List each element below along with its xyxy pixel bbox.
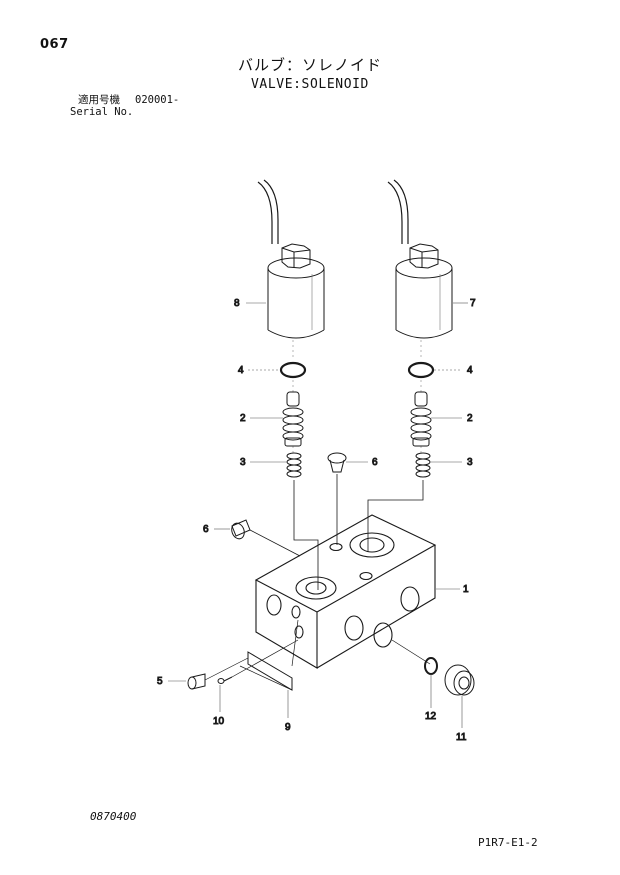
valve-block <box>254 514 437 669</box>
nameplate <box>239 651 293 691</box>
spring-left <box>286 452 302 478</box>
callout-9: 9 <box>285 722 291 733</box>
solenoid-coil-right <box>387 179 453 339</box>
callout-4-left: 4 <box>238 365 244 376</box>
plug-port-right <box>444 664 475 696</box>
left-leaders <box>204 619 299 681</box>
o-ring-port <box>424 657 438 675</box>
page-number: 067 <box>40 37 69 52</box>
document-code: P1R7-E1-2 <box>478 836 538 849</box>
spool-valve-left <box>282 391 304 447</box>
drawing-number: 0870400 <box>90 810 137 823</box>
o-ring-right <box>407 361 435 379</box>
callout-7: 7 <box>470 298 476 309</box>
assembly-guide-lines <box>293 474 424 590</box>
callout-4-right: 4 <box>467 365 473 376</box>
serial-label-japanese: 適用号機 <box>78 94 120 106</box>
serial-label-english: Serial No. <box>70 106 134 118</box>
plug-bottom-left <box>187 673 206 690</box>
callout-1: 1 <box>463 584 469 595</box>
callout-leaders <box>168 302 468 728</box>
callout-10: 10 <box>213 716 225 727</box>
callout-6-top: 6 <box>372 457 378 468</box>
spool-valve-right <box>410 391 432 447</box>
callout-6-left: 6 <box>203 524 209 535</box>
plug-left-leader <box>249 529 301 557</box>
callout-12: 12 <box>425 711 437 722</box>
plug-left <box>231 519 251 540</box>
spring-right <box>415 452 431 478</box>
callout-11: 11 <box>456 732 467 743</box>
o-ring-left <box>279 361 307 379</box>
drive-screw <box>217 676 233 684</box>
callout-8: 8 <box>234 298 240 309</box>
right-plug-leader <box>391 639 431 665</box>
callout-3-right: 3 <box>467 457 473 468</box>
callout-2-right: 2 <box>467 413 473 424</box>
page-title-japanese: バルブ：ソレノイド <box>237 56 382 74</box>
callout-3-left: 3 <box>240 457 246 468</box>
callout-5: 5 <box>157 676 163 687</box>
solenoid-coil-left <box>257 179 325 339</box>
assembly-axis-lines <box>292 340 422 454</box>
callout-2-left: 2 <box>240 413 246 424</box>
serial-number-value: 020001- <box>135 94 180 106</box>
plug-top <box>327 452 347 473</box>
page-title-english: VALVE:SOLENOID <box>251 77 369 92</box>
